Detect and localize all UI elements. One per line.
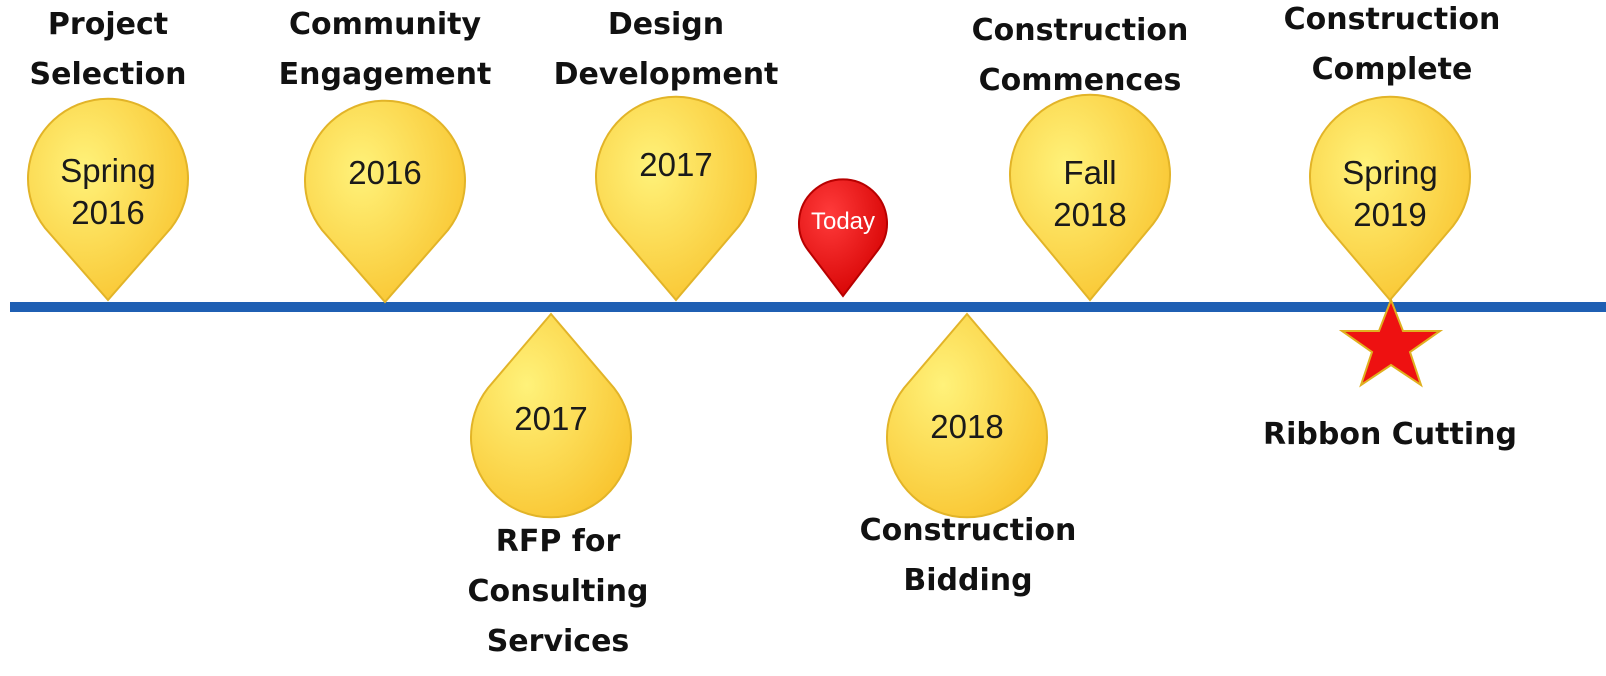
milestone-title: Community Engagement bbox=[278, 7, 492, 92]
milestone-title: Construction Bidding bbox=[859, 513, 1077, 598]
milestone-date: Fall 2018 bbox=[1053, 154, 1127, 233]
milestone-date: 2016 bbox=[348, 154, 422, 191]
yellow-map-pin-icon bbox=[1009, 93, 1171, 302]
today-pin: Today bbox=[798, 178, 888, 298]
milestone-date: 2017 bbox=[514, 400, 588, 437]
timeline-axis bbox=[10, 302, 1606, 312]
milestone-pin: Fall 2018 bbox=[1009, 93, 1171, 302]
milestone-date: Spring 2016 bbox=[60, 152, 156, 231]
yellow-map-pin-icon bbox=[27, 97, 189, 302]
milestone-title: Project Selection bbox=[29, 7, 187, 92]
ribbon-cutting-label: Ribbon Cutting bbox=[1263, 417, 1517, 452]
yellow-map-pin-icon bbox=[304, 99, 466, 304]
yellow-map-pin-icon bbox=[470, 312, 632, 519]
milestone-pin: 2017 bbox=[595, 95, 757, 302]
yellow-map-pin-icon bbox=[886, 312, 1048, 519]
milestone-pin: 2016 bbox=[304, 99, 466, 304]
red-star-icon bbox=[1338, 297, 1444, 388]
milestone-title: Construction Complete bbox=[1283, 2, 1501, 87]
yellow-map-pin-icon bbox=[595, 95, 757, 302]
red-map-pin-icon bbox=[798, 178, 888, 298]
milestone-title: Construction Commences bbox=[971, 13, 1189, 98]
milestone-date: 2017 bbox=[639, 146, 713, 183]
milestone-pin: Spring 2016 bbox=[27, 97, 189, 302]
milestone-pin: 2018 bbox=[886, 312, 1048, 519]
milestone-date: 2018 bbox=[930, 408, 1004, 445]
milestone-pin: 2017 bbox=[470, 312, 632, 519]
milestone-pin: Spring 2019 bbox=[1309, 95, 1471, 302]
milestone-title: RFP for Consulting Services bbox=[467, 524, 649, 659]
completion-star bbox=[1336, 297, 1446, 393]
yellow-map-pin-icon bbox=[1309, 95, 1471, 302]
milestone-title: Design Development bbox=[553, 7, 779, 92]
today-label: Today bbox=[810, 208, 876, 235]
milestone-date: Spring 2019 bbox=[1342, 154, 1438, 233]
